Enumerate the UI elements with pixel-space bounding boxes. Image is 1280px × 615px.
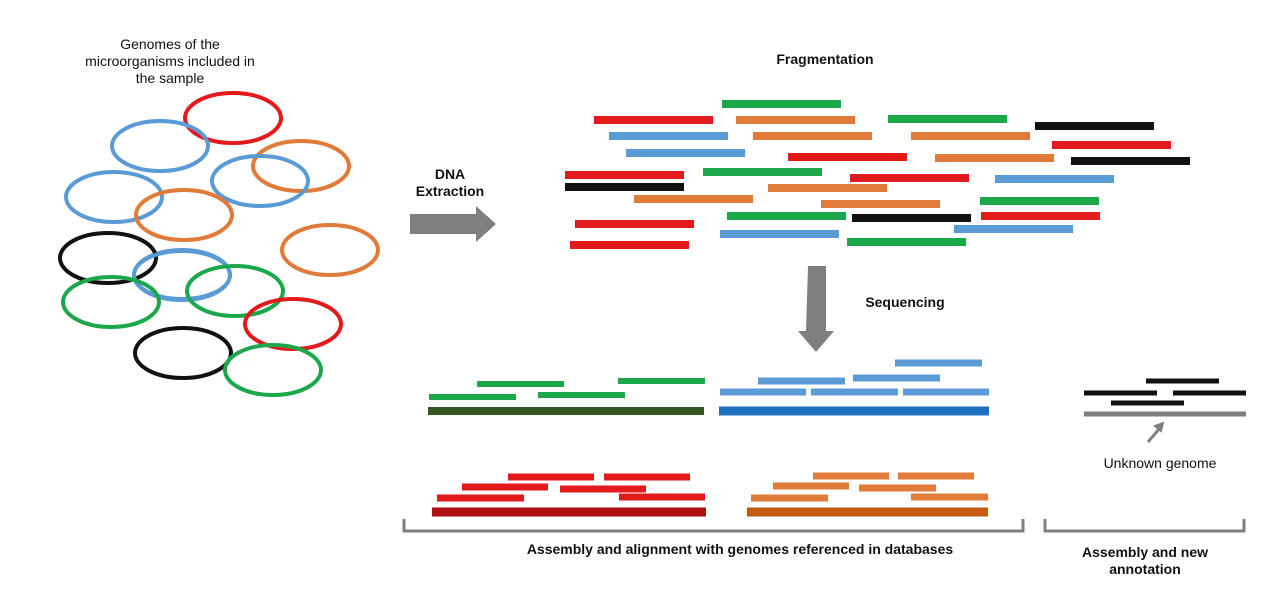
sample-title: Genomes of the microorganisms included i… — [85, 36, 255, 86]
unknown-genome-label: Unknown genome — [1103, 455, 1217, 471]
dna-extraction-label: DNA Extraction — [415, 166, 485, 199]
reference-assembly-bracket — [402, 519, 1025, 533]
sample-genomes — [58, 91, 380, 397]
sequencing-label: Sequencing — [865, 294, 945, 310]
genome-circle — [134, 188, 234, 242]
assembled-genome-blue — [719, 359, 989, 416]
dna-extraction-arrow — [410, 206, 496, 242]
fragmented-dna — [565, 100, 1190, 249]
genome-circle — [183, 91, 283, 145]
genome-circle — [64, 170, 164, 224]
new-annotation-label: Assembly and new annotation — [1081, 544, 1209, 577]
genome-circle — [133, 326, 233, 380]
unknown-genome-pointer-head-icon — [1153, 421, 1165, 433]
assembled-genome-unknown — [1084, 378, 1246, 417]
reference-assembly-label: Assembly and alignment with genomes refe… — [526, 541, 954, 557]
genome-circle — [223, 343, 323, 397]
genome-circle — [132, 249, 232, 301]
assembled-genome-red — [432, 473, 706, 517]
fragmentation-label: Fragmentation — [776, 51, 874, 67]
genome-circle — [185, 264, 285, 318]
genome-circle — [243, 297, 343, 351]
genome-circle — [110, 119, 210, 173]
genome-circle — [280, 223, 380, 277]
genome-circle — [251, 139, 351, 193]
genome-circle — [61, 275, 161, 329]
new-annotation-bracket — [1043, 519, 1246, 533]
genome-circle — [58, 231, 158, 285]
genome-circle — [210, 154, 310, 208]
assembled-genome-orange — [747, 472, 988, 517]
unknown-genome-pointer-icon — [1146, 427, 1162, 443]
genome-circle — [132, 248, 232, 302]
sequencing-arrow — [798, 266, 834, 352]
assembled-genome-green — [428, 378, 705, 415]
